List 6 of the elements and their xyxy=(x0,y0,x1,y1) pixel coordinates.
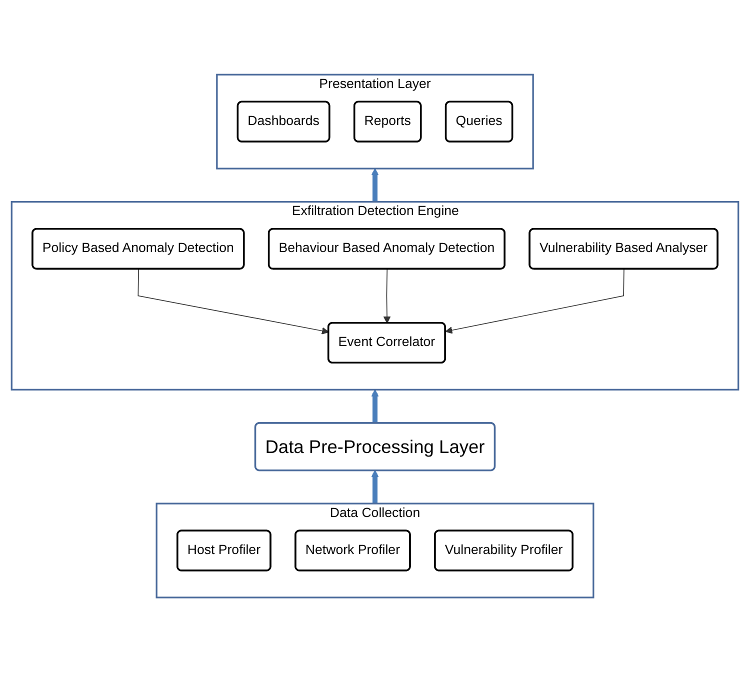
arrow xyxy=(371,390,379,424)
arrow xyxy=(371,168,379,202)
arrow xyxy=(138,269,330,335)
arrow xyxy=(445,269,624,334)
arrow xyxy=(383,269,391,324)
arrow xyxy=(371,470,379,504)
